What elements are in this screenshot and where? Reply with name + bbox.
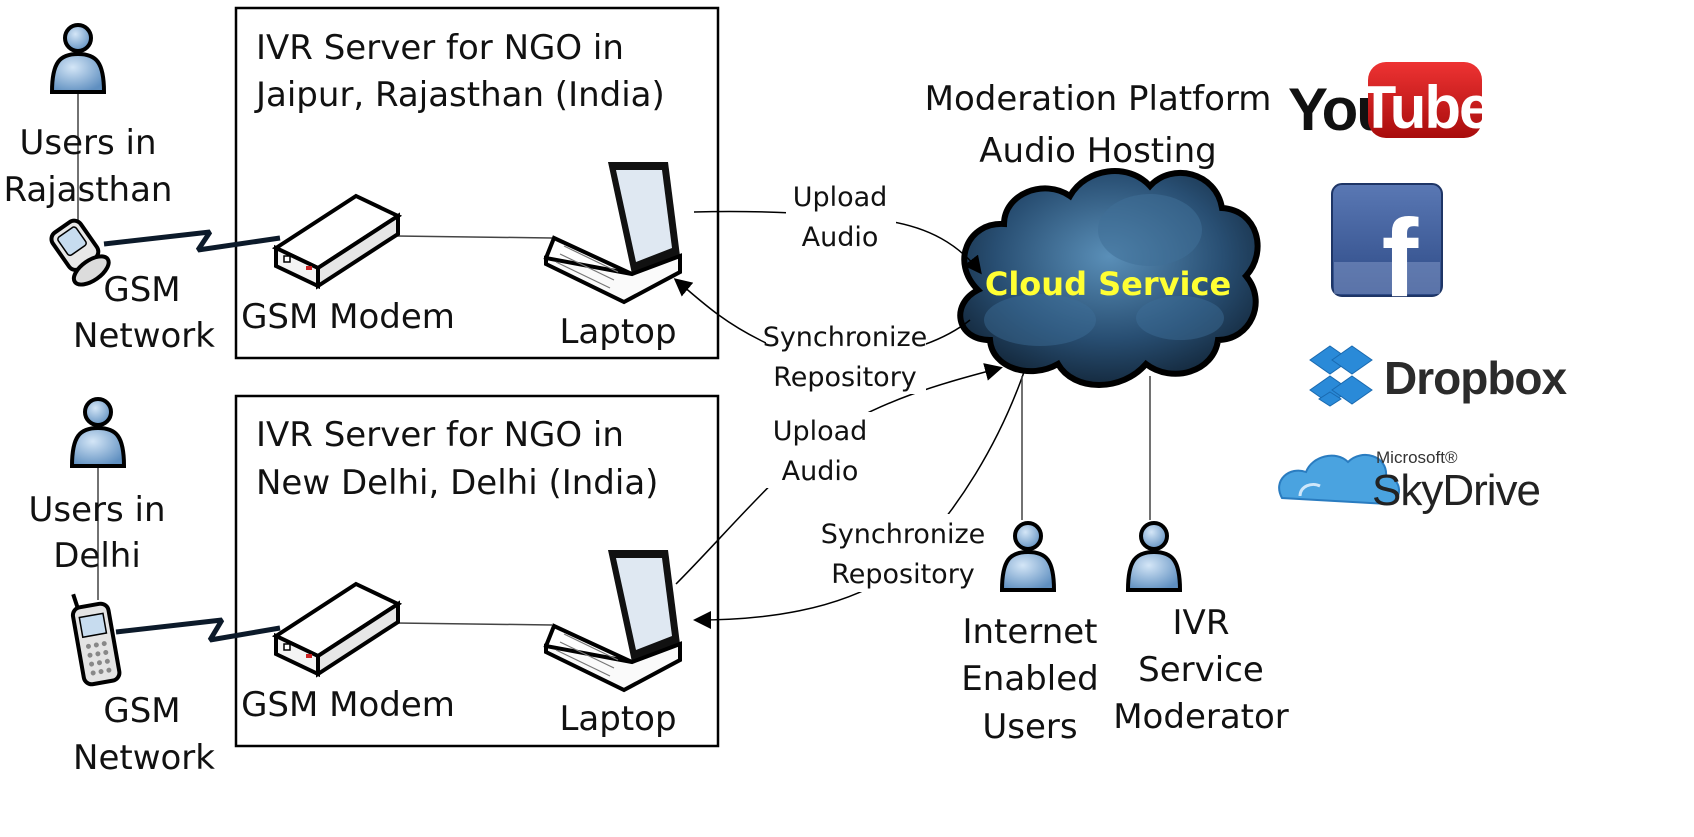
gsm-network-rajasthan-line1: GSM [103, 270, 180, 310]
user-delhi-icon [70, 397, 126, 468]
gsm-wireless-link-delhi [115, 617, 281, 643]
svg-text:Tube: Tube [1360, 74, 1491, 141]
gsm-network-rajasthan-line2: Network [73, 316, 215, 356]
laptop-jaipur-label: Laptop [559, 312, 676, 352]
users-delhi-line2: Delhi [53, 536, 141, 576]
sync-repository-delhi-line1: Synchronize [821, 519, 986, 550]
server-title-jaipur-line2: Jaipur, Rajasthan (India) [254, 75, 665, 115]
upload-audio-jaipur-line2: Audio [802, 222, 879, 253]
facebook-logo: f [1331, 183, 1443, 320]
moderator-icon [1126, 521, 1182, 592]
server-box-jaipur [234, 6, 720, 360]
gsm-wireless-link-rajasthan [103, 229, 281, 253]
laptop-jaipur-icon [544, 160, 682, 304]
internet-users-line2: Enabled [961, 659, 1098, 699]
svg-text:Dropbox: Dropbox [1384, 352, 1568, 404]
gsm-modem-delhi-label: GSM Modem [241, 685, 455, 725]
server-box-delhi [234, 394, 720, 748]
internet-users-line1: Internet [962, 612, 1097, 652]
upload-audio-delhi-line2: Audio [782, 456, 859, 487]
sync-repository-delhi-line2: Repository [831, 559, 975, 590]
laptop-delhi-icon [544, 548, 682, 692]
gsm-network-delhi-line1: GSM [103, 691, 180, 731]
gsm-modem-jaipur-label: GSM Modem [241, 297, 455, 337]
server-title-delhi-line1: IVR Server for NGO in [256, 415, 624, 455]
server-title-jaipur-line1: IVR Server for NGO in [256, 28, 624, 68]
upload-audio-delhi-line1: Upload [773, 416, 868, 447]
moderator-line3: Moderator [1113, 697, 1289, 737]
sync-repository-jaipur-line2: Repository [773, 362, 917, 393]
gsm-network-delhi-line2: Network [73, 738, 215, 778]
users-rajasthan-line2: Rajasthan [4, 170, 173, 210]
user-rajasthan-icon [50, 23, 106, 94]
youtube-logo: You Tube [1288, 62, 1493, 143]
cloud-service-label: Cloud Service [985, 265, 1231, 303]
gsm-modem-delhi-icon [274, 582, 400, 676]
laptop-delhi-label: Laptop [559, 699, 676, 739]
upload-audio-jaipur-line1: Upload [793, 182, 888, 213]
svg-text:f: f [1382, 197, 1419, 320]
moderator-line2: Service [1138, 650, 1264, 690]
skydrive-logo: Microsoft® SkyDrive [1278, 448, 1541, 515]
svg-text:Microsoft®: Microsoft® [1376, 448, 1458, 467]
mobile-phone-icon [70, 593, 122, 687]
audio-hosting-label: Audio Hosting [979, 131, 1216, 171]
flip-phone-icon [49, 218, 111, 287]
users-delhi-line1: Users in [28, 490, 165, 530]
moderator-line1: IVR [1173, 603, 1230, 643]
internet-users-line3: Users [982, 707, 1077, 747]
server-title-delhi-line2: New Delhi, Delhi (India) [256, 463, 658, 503]
sync-repository-jaipur-line1: Synchronize [763, 322, 928, 353]
cloud-service-icon [957, 168, 1261, 388]
users-rajasthan-line1: Users in [19, 123, 156, 163]
internet-user-icon [1000, 521, 1056, 592]
moderation-platform-label: Moderation Platform [925, 79, 1272, 119]
gsm-modem-jaipur-icon [274, 194, 400, 288]
dropbox-logo: Dropbox [1309, 345, 1569, 407]
svg-text:SkyDrive: SkyDrive [1372, 466, 1540, 515]
